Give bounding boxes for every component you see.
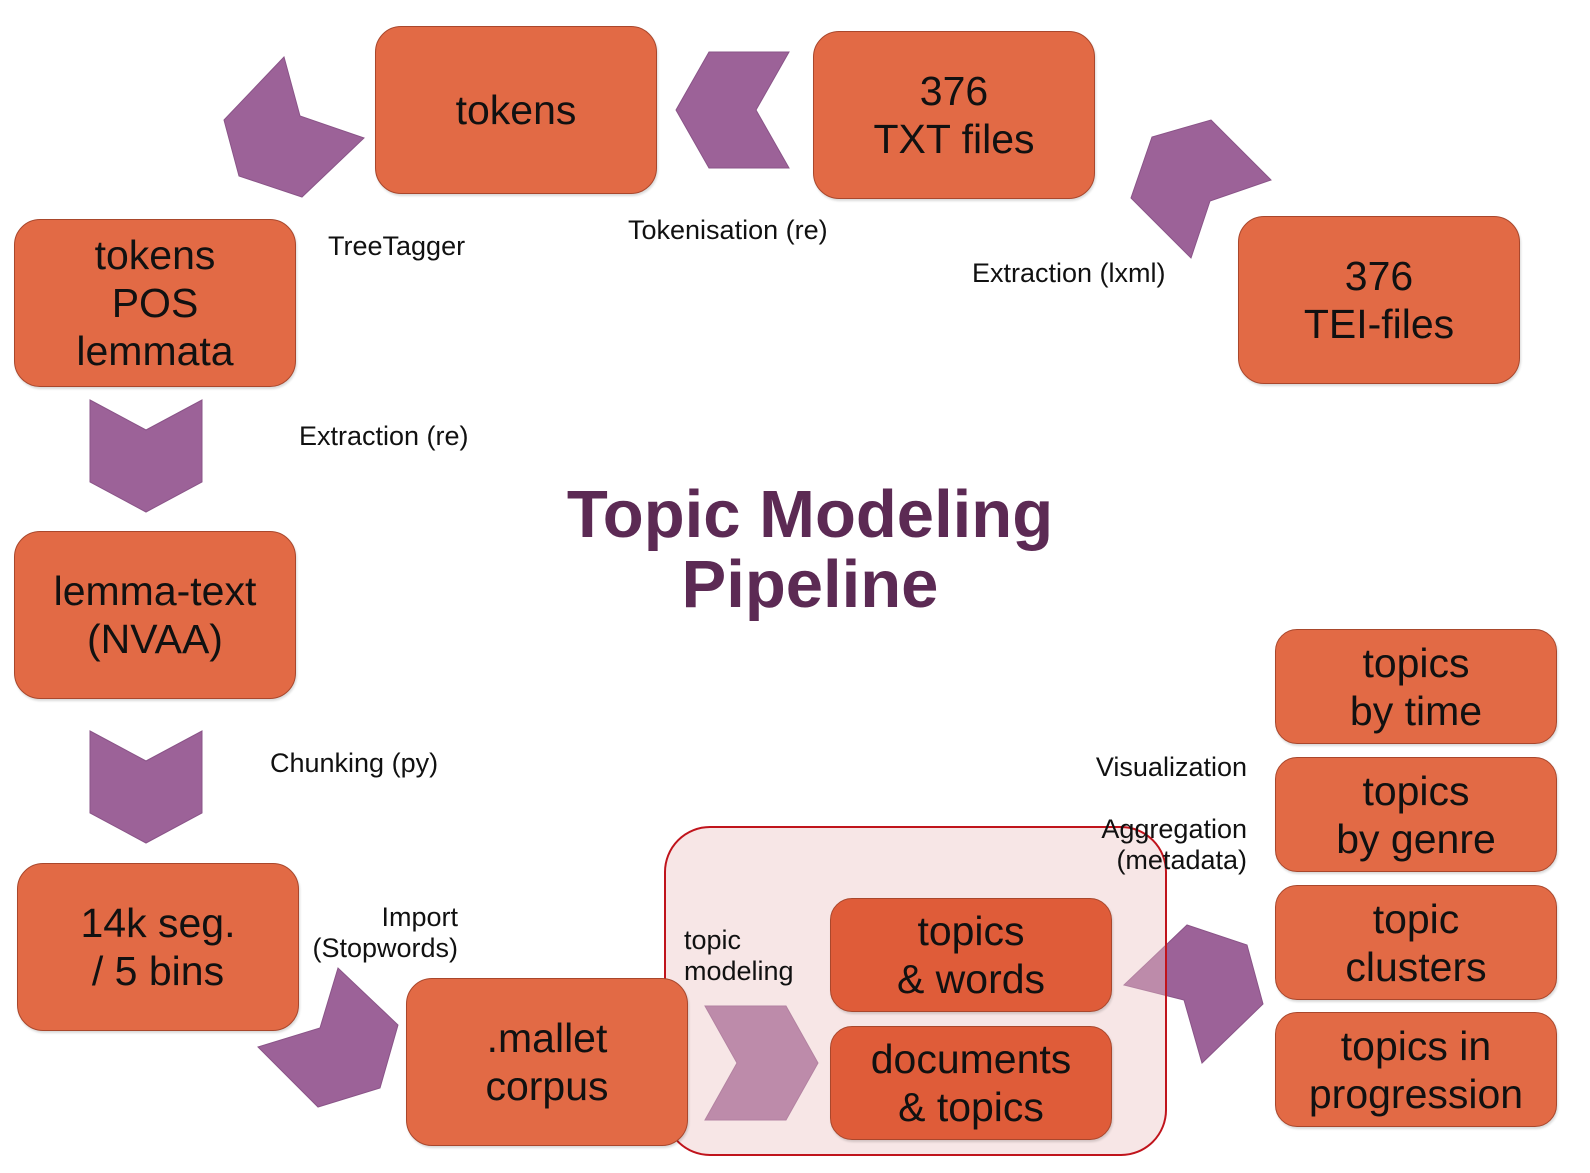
node-topic-clusters: topic clusters (1275, 885, 1557, 1000)
node-lemma-text: lemma-text (NVAA) (14, 531, 296, 699)
node-topics-by-time: topics by time (1275, 629, 1557, 744)
arrow-topics-to-outputs (1122, 924, 1264, 1064)
arrow-tokens-to-pos (223, 56, 365, 198)
arrow-lemma-to-segments (89, 730, 203, 844)
arrow-segments-to-mallet (257, 967, 399, 1108)
step-aggregation: Aggregation (metadata) (1101, 814, 1247, 875)
node-tei-files: 376 TEI-files (1238, 216, 1520, 384)
node-topics-words: topics & words (830, 898, 1112, 1012)
arrow-tei-to-txt (1130, 119, 1272, 259)
node-segments: 14k seg. / 5 bins (17, 863, 299, 1031)
step-tokenisation: Tokenisation (re) (628, 215, 828, 245)
node-tokens-pos-lemmata: tokens POS lemmata (14, 219, 296, 387)
step-extraction-lxml: Extraction (lxml) (972, 258, 1166, 288)
step-treetagger: TreeTagger (328, 231, 466, 261)
step-import: Import (Stopwords) (312, 902, 458, 963)
arrow-txt-to-tokens (675, 51, 790, 169)
node-topics-in-progression: topics in progression (1275, 1012, 1557, 1127)
diagram-title: Topic Modeling Pipeline (566, 477, 1054, 622)
arrow-pos-to-lemma (89, 399, 203, 513)
step-chunking: Chunking (py) (270, 748, 439, 778)
node-txt-files: 376 TXT files (813, 31, 1095, 199)
node-tokens: tokens (375, 26, 657, 194)
arrow-mallet-to-topics (704, 1005, 819, 1121)
step-visualization: Visualization (1095, 752, 1247, 782)
node-topics-by-genre: topics by genre (1275, 757, 1557, 872)
step-extraction-re: Extraction (re) (299, 421, 469, 451)
node-mallet-corpus: .mallet corpus (406, 978, 688, 1146)
node-documents-topics: documents & topics (830, 1026, 1112, 1140)
step-topic-modeling: topic modeling (684, 925, 794, 986)
